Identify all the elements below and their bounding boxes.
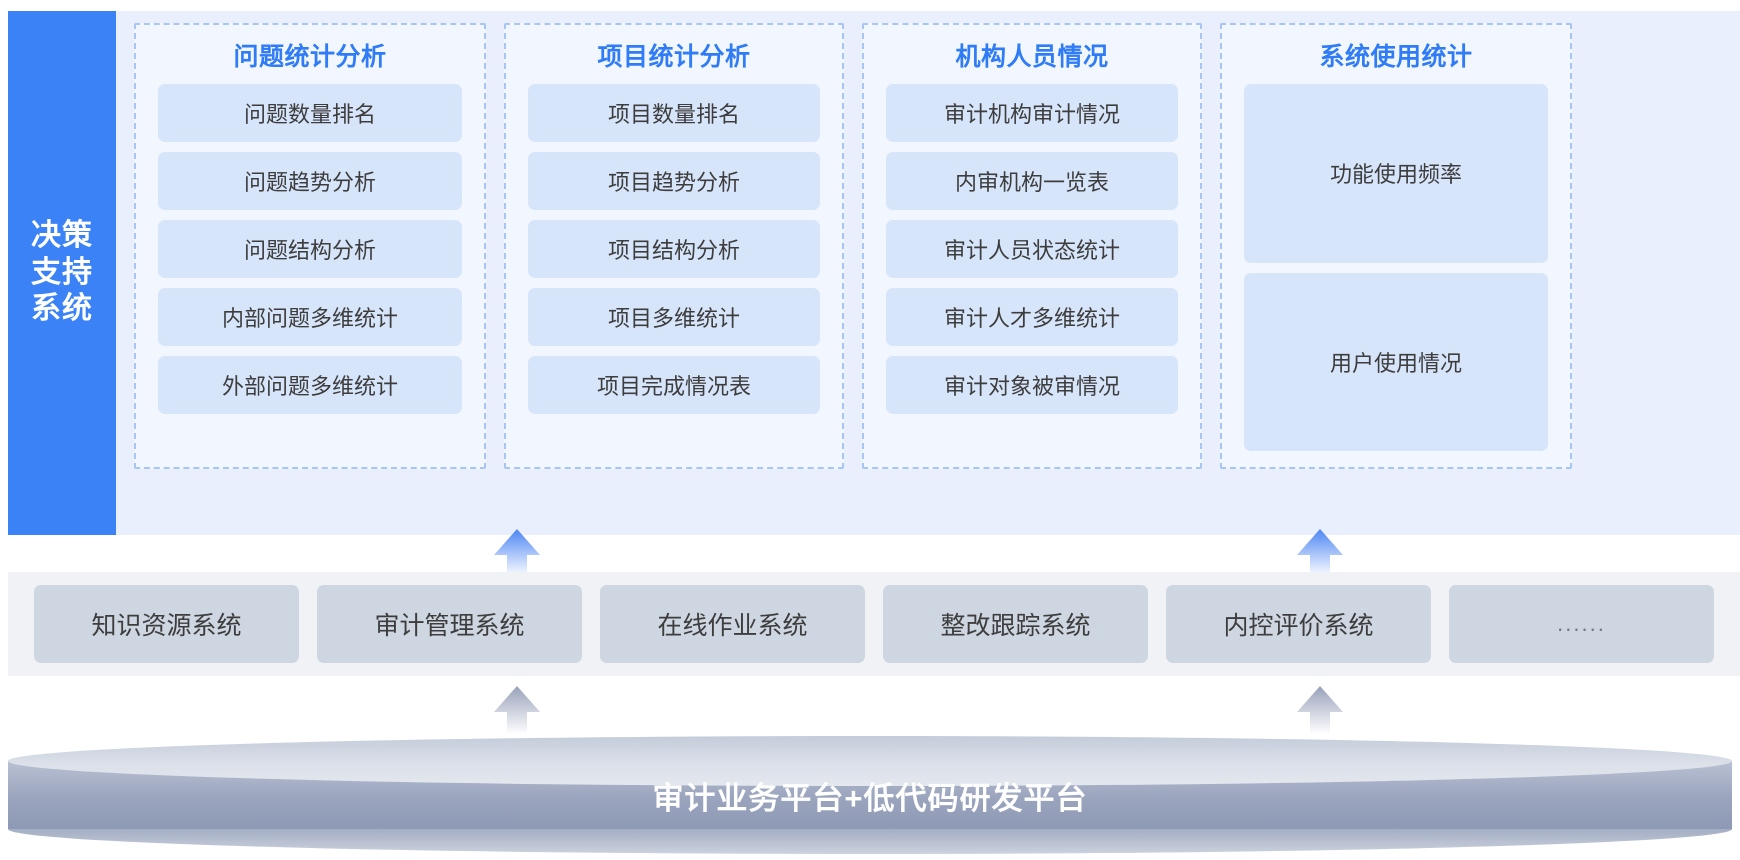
list-item[interactable]: 用户使用情况 (1244, 272, 1548, 451)
column-problem-statistics: 问题统计分析 问题数量排名 问题趋势分析 问题结构分析 内部问题多维统计 外部问… (134, 23, 486, 469)
column-organization-personnel: 机构人员情况 审计机构审计情况 内审机构一览表 审计人员状态统计 审计人才多维统… (862, 23, 1202, 469)
sidebar-label-line-2: 支持 (31, 255, 93, 289)
arrow-up-blue-right-icon (1297, 529, 1343, 577)
column-project-statistics: 项目统计分析 项目数量排名 项目趋势分析 项目结构分析 项目多维统计 项目完成情… (504, 23, 844, 469)
list-item[interactable]: 审计人才多维统计 (886, 288, 1178, 346)
system-box[interactable]: 内控评价系统 (1166, 585, 1431, 663)
system-box-more[interactable]: ...... (1449, 585, 1714, 663)
list-item[interactable]: 项目数量排名 (528, 84, 820, 142)
platform-label: 审计业务平台+低代码研发平台 (652, 780, 1088, 816)
system-box[interactable]: 整改跟踪系统 (883, 585, 1148, 663)
column-title: 系统使用统计 (1319, 43, 1473, 71)
arrow-up-gray-left-icon (494, 686, 540, 734)
list-item[interactable]: 审计人员状态统计 (886, 220, 1178, 278)
list-item[interactable]: 内部问题多维统计 (158, 288, 462, 346)
arrow-up-gray-right-icon (1297, 686, 1343, 734)
list-item[interactable]: 项目趋势分析 (528, 152, 820, 210)
column-item-list: 问题数量排名 问题趋势分析 问题结构分析 内部问题多维统计 外部问题多维统计 (158, 84, 462, 451)
decision-support-system-label: 决策 支持 系统 (8, 11, 116, 535)
list-item[interactable]: 审计对象被审情况 (886, 356, 1178, 414)
analysis-column-group: 问题统计分析 问题数量排名 问题趋势分析 问题结构分析 内部问题多维统计 外部问… (134, 23, 1732, 523)
list-item[interactable]: 项目多维统计 (528, 288, 820, 346)
list-item[interactable]: 问题趋势分析 (158, 152, 462, 210)
list-item[interactable]: 功能使用频率 (1244, 84, 1548, 263)
platform-cylinder: 审计业务平台+低代码研发平台 (8, 736, 1732, 854)
arrow-up-blue-left-icon (494, 529, 540, 577)
column-item-list: 审计机构审计情况 内审机构一览表 审计人员状态统计 审计人才多维统计 审计对象被… (886, 84, 1178, 451)
business-systems-band: 知识资源系统 审计管理系统 在线作业系统 整改跟踪系统 内控评价系统 .....… (8, 572, 1740, 676)
column-title: 问题统计分析 (233, 43, 387, 71)
list-item[interactable]: 外部问题多维统计 (158, 356, 462, 414)
system-box[interactable]: 审计管理系统 (317, 585, 582, 663)
list-item[interactable]: 问题数量排名 (158, 84, 462, 142)
sidebar-label-line-1: 决策 (31, 219, 93, 253)
column-item-list: 功能使用频率 用户使用情况 (1244, 84, 1548, 451)
list-item[interactable]: 审计机构审计情况 (886, 84, 1178, 142)
column-title: 项目统计分析 (597, 43, 751, 71)
system-box[interactable]: 知识资源系统 (34, 585, 299, 663)
column-item-list: 项目数量排名 项目趋势分析 项目结构分析 项目多维统计 项目完成情况表 (528, 84, 820, 451)
list-item[interactable]: 项目完成情况表 (528, 356, 820, 414)
column-title: 机构人员情况 (955, 43, 1109, 71)
cylinder-top-ellipse (8, 736, 1732, 786)
sidebar-label-line-3: 系统 (31, 292, 93, 326)
list-item[interactable]: 问题结构分析 (158, 220, 462, 278)
list-item[interactable]: 项目结构分析 (528, 220, 820, 278)
list-item[interactable]: 内审机构一览表 (886, 152, 1178, 210)
column-system-usage-statistics: 系统使用统计 功能使用频率 用户使用情况 (1220, 23, 1572, 469)
system-box[interactable]: 在线作业系统 (600, 585, 865, 663)
